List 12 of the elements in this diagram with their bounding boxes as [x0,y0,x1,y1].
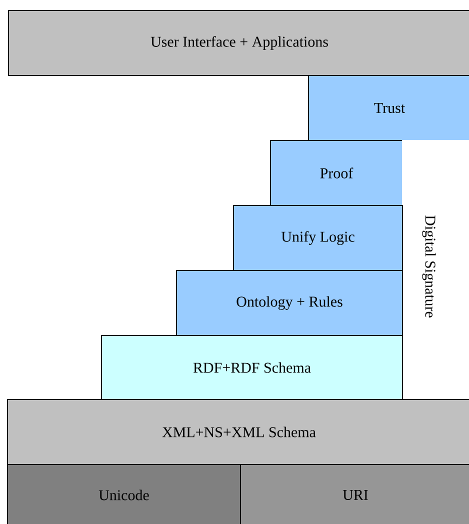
side-column: Digital Signature [402,140,469,399]
layer-box: RDF+RDF Schema [101,335,403,400]
node-label: Digital Signature [422,215,436,318]
layer-box: User Interface + Applications [8,10,469,76]
layer-box: Unify Logic [233,205,403,271]
layer-box: Unicode [7,464,241,524]
layer-box: Proof [270,140,403,206]
layer-box: Ontology + Rules [176,270,403,336]
layer-box: Trust [308,75,469,141]
node-label: Trust [374,103,405,113]
layer-box: XML+NS+XML Schema [7,399,469,465]
layer-box: URI [240,464,469,524]
